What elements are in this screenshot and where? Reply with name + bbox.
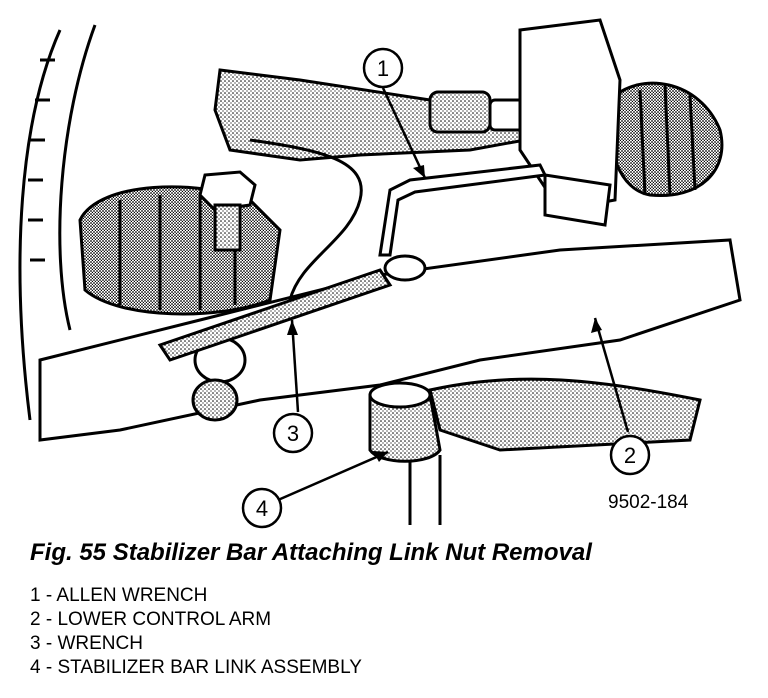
- figure-number: 9502-184: [608, 492, 689, 513]
- legend-item-lower-control-arm: 2 - LOWER CONTROL ARM: [30, 609, 272, 630]
- callout-1: 1: [362, 47, 404, 89]
- lower-arm-bushing: [428, 377, 702, 452]
- hex-nut: [198, 170, 257, 252]
- leader-lines: [277, 87, 630, 502]
- link-bushing: [191, 336, 247, 422]
- callout-2: 2: [609, 434, 651, 476]
- suspension-illustration: 1 2 3 4 9502-184: [18, 18, 742, 529]
- wrench: [157, 254, 427, 362]
- legend-item-allen-wrench: 1 - ALLEN WRENCH: [30, 585, 208, 606]
- legend-item-wrench: 3 - WRENCH: [30, 633, 143, 654]
- svg-text:2: 2: [624, 443, 636, 468]
- svg-text:3: 3: [287, 421, 299, 446]
- svg-text:4: 4: [256, 496, 268, 521]
- brake-line: [249, 138, 363, 301]
- legend-item-stabilizer-bar-link: 4 - STABILIZER BAR LINK ASSEMBLY: [30, 657, 362, 678]
- svg-text:1: 1: [377, 56, 389, 81]
- figure-caption: Fig. 55 Stabilizer Bar Attaching Link Nu…: [30, 539, 592, 566]
- stabilizer-bar-link: [368, 381, 442, 525]
- cv-boot-right: [607, 81, 724, 198]
- callout-3: 3: [272, 412, 314, 454]
- callout-4: 4: [241, 487, 283, 529]
- leader-arrowheads: [287, 165, 602, 462]
- steering-knuckle: [518, 18, 622, 227]
- legend-list: 1 - ALLEN WRENCH 2 - LOWER CONTROL ARM 3…: [30, 584, 362, 680]
- allen-wrench: [378, 163, 548, 257]
- brake-rotor: [18, 24, 97, 421]
